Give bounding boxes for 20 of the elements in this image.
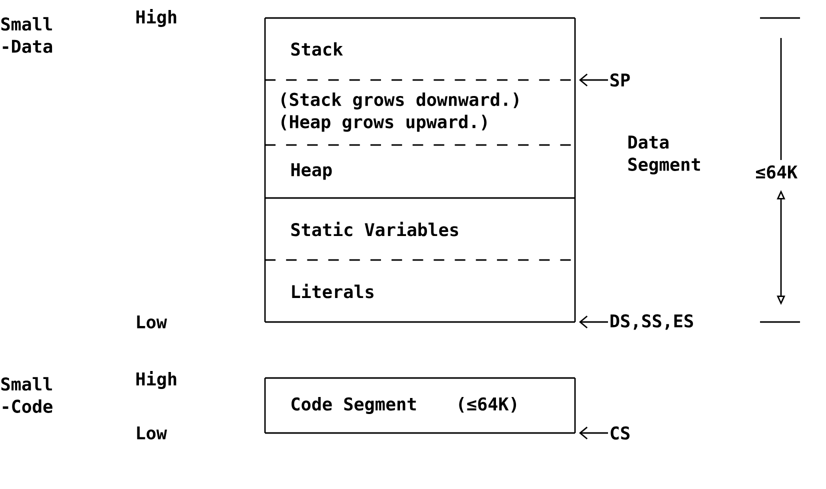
- pointer-label: CS: [610, 426, 630, 440]
- memory-region: Code Segment (≤64K): [292, 397, 516, 414]
- address-label: High: [136, 371, 176, 389]
- size-label: ≤64K: [756, 165, 798, 179]
- memory-region: Literals: [292, 284, 374, 298]
- address-label: Low: [137, 315, 167, 329]
- small-data-label: Small -Data: [1, 17, 52, 53]
- arrow: [579, 316, 608, 328]
- pointer-label: DS,SS,ES: [610, 314, 693, 330]
- address-label: High: [136, 9, 176, 27]
- address-label: Low: [137, 426, 167, 440]
- memory-region: Heap: [291, 163, 332, 180]
- memory-region: Stack: [291, 42, 343, 56]
- small-code-label: Small -Code: [1, 377, 52, 413]
- arrow: [579, 426, 608, 440]
- memory-region: Static Variables: [291, 222, 458, 236]
- segment-label: Data Segment: [628, 136, 700, 174]
- pointer-label: SP: [610, 73, 630, 87]
- arrow: [579, 74, 608, 86]
- memory-region: (Stack grows downward.) (Heap grows upward.): [282, 92, 518, 132]
